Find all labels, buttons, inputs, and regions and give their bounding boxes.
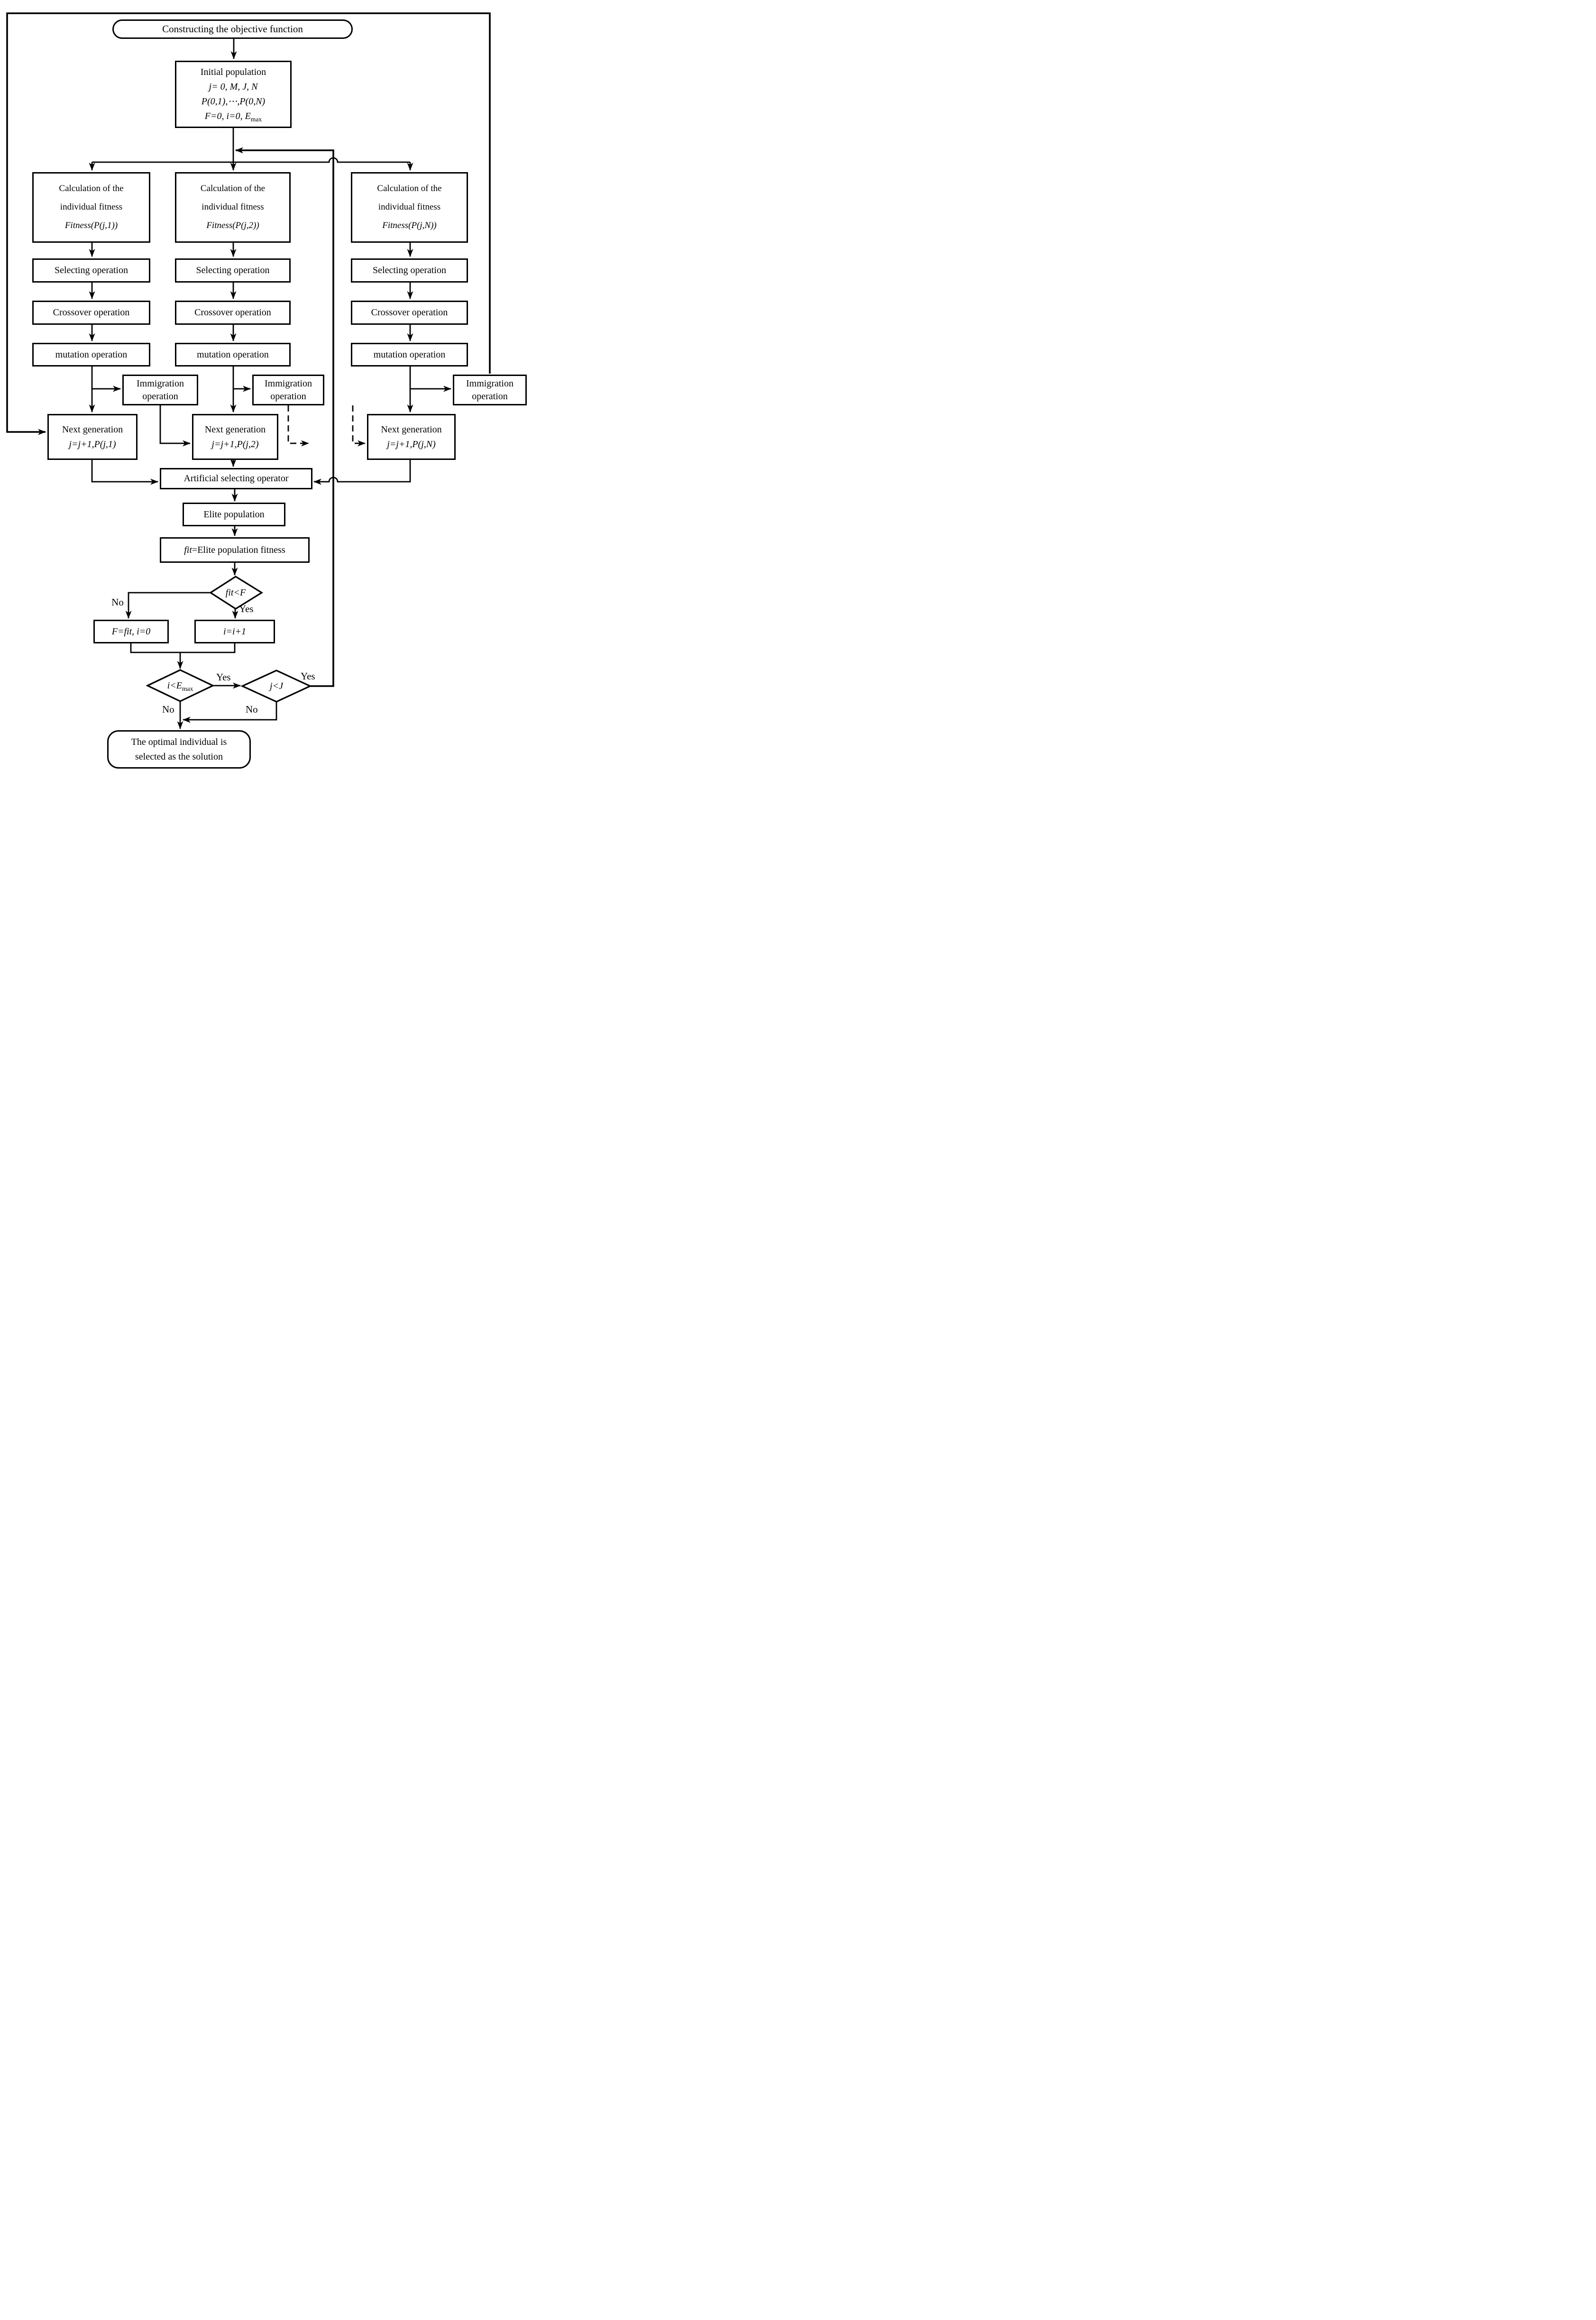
select3-label: Selecting operation bbox=[373, 265, 446, 276]
i-increment-label: i=i+1 bbox=[223, 626, 247, 637]
node-next-generation-3: Next generation j=j+1,P(j,N) bbox=[367, 414, 456, 460]
edge-dj-no-merge bbox=[183, 702, 277, 723]
f-reset-label: F=fit, i=0 bbox=[111, 626, 151, 637]
ng3-line2: j=j+1,P(j,N) bbox=[387, 439, 436, 449]
node-mutation-3: mutation operation bbox=[351, 343, 468, 367]
node-crossover-3: Crossover operation bbox=[351, 301, 468, 325]
edge-ng3-artificial bbox=[313, 460, 411, 485]
node-artificial-selecting: Artificial selecting operator bbox=[160, 468, 312, 489]
node-immigration-1: Immigration operation bbox=[122, 375, 198, 405]
calc3-line3: Fitness(P(j,N)) bbox=[382, 220, 437, 230]
crossover2-label: Crossover operation bbox=[194, 307, 271, 318]
edge-imm2-dashed-out bbox=[287, 405, 309, 447]
start-label: Constructing the objective function bbox=[162, 23, 303, 35]
node-calc-3: Calculation of the individual fitness Fi… bbox=[351, 172, 468, 243]
select2-label: Selecting operation bbox=[196, 265, 270, 276]
init-line-4: F=0, i=0, Emax bbox=[204, 111, 262, 123]
ng1-line1: Next generation bbox=[62, 424, 123, 435]
node-start: Constructing the objective function bbox=[112, 19, 353, 39]
node-select-3: Selecting operation bbox=[351, 258, 468, 283]
immigration3-line2: operation bbox=[472, 391, 508, 402]
node-elite-population: Elite population bbox=[183, 503, 285, 526]
node-end: The optimal individual is selected as th… bbox=[107, 730, 251, 769]
immigration2-line1: Immigration bbox=[265, 378, 312, 389]
label-yes-fit: Yes bbox=[239, 603, 254, 614]
calc2-line2: individual fitness bbox=[202, 202, 264, 212]
init-line-2: j= 0, M, J, N bbox=[209, 82, 258, 92]
decision-emax-label: i<Emax bbox=[167, 680, 193, 692]
calc2-line1: Calculation of the bbox=[200, 183, 266, 194]
mutation2-label: mutation operation bbox=[197, 349, 269, 360]
mutation1-label: mutation operation bbox=[55, 349, 128, 360]
connector-layer bbox=[6, 12, 491, 729]
ng3-line1: Next generation bbox=[381, 424, 442, 435]
label-yes-j: Yes bbox=[301, 670, 315, 682]
label-no-fit: No bbox=[111, 596, 124, 608]
end-line2: selected as the solution bbox=[135, 751, 223, 762]
calc1-line1: Calculation of the bbox=[59, 183, 124, 194]
node-f-reset: F=fit, i=0 bbox=[93, 620, 169, 643]
ng1-line2: j=j+1,P(j,1) bbox=[69, 439, 116, 449]
node-next-generation-2: Next generation j=j+1,P(j,2) bbox=[192, 414, 278, 460]
node-next-generation-1: Next generation j=j+1,P(j,1) bbox=[47, 414, 138, 460]
label-yes-emax: Yes bbox=[216, 671, 231, 683]
immigration3-line1: Immigration bbox=[466, 378, 514, 389]
edge-dj-yes-feedback bbox=[235, 147, 334, 687]
fit-assign-label: fit=Elite population fitness bbox=[184, 544, 285, 555]
flowchart-canvas: Constructing the objective function Init… bbox=[0, 0, 532, 773]
node-select-1: Selecting operation bbox=[32, 258, 150, 283]
node-i-increment: i=i+1 bbox=[194, 620, 275, 643]
elite-label: Elite population bbox=[203, 509, 265, 520]
immigration1-line2: operation bbox=[142, 391, 178, 402]
calc3-line1: Calculation of the bbox=[377, 183, 442, 194]
node-calc-2: Calculation of the individual fitness Fi… bbox=[175, 172, 291, 243]
edge-merge-bar bbox=[130, 643, 236, 653]
edge-imm3-border-ng1 bbox=[6, 12, 491, 435]
node-select-2: Selecting operation bbox=[175, 258, 291, 283]
init-line-1: Initial population bbox=[200, 67, 266, 77]
decision-fit-label: fit<F bbox=[225, 587, 246, 598]
edge-branch-line bbox=[92, 157, 410, 163]
mutation3-label: mutation operation bbox=[373, 349, 446, 360]
crossover1-label: Crossover operation bbox=[53, 307, 130, 318]
node-immigration-3: Immigration operation bbox=[453, 375, 527, 405]
init-line-3: P(0,1),⋯,P(0,N) bbox=[201, 96, 266, 107]
crossover3-label: Crossover operation bbox=[371, 307, 448, 318]
node-calc-1: Calculation of the individual fitness Fi… bbox=[32, 172, 150, 243]
label-no-emax: No bbox=[162, 704, 174, 715]
decision-fit-shape bbox=[209, 576, 264, 610]
decision-j-label: j<J bbox=[270, 680, 283, 691]
ng2-line2: j=j+1,P(j,2) bbox=[211, 439, 259, 449]
immigration1-line1: Immigration bbox=[137, 378, 184, 389]
decision-emax-shape bbox=[146, 669, 215, 702]
calc3-line2: individual fitness bbox=[378, 202, 441, 212]
node-immigration-2: Immigration operation bbox=[252, 375, 324, 405]
decision-j-shape bbox=[240, 669, 312, 703]
node-crossover-2: Crossover operation bbox=[175, 301, 291, 325]
node-mutation-2: mutation operation bbox=[175, 343, 291, 367]
edge-imm1-ng2 bbox=[159, 405, 191, 447]
artificial-label: Artificial selecting operator bbox=[183, 473, 289, 484]
edge-fit-no bbox=[125, 592, 211, 619]
edge-ng1-artificial bbox=[91, 460, 158, 485]
end-line1: The optimal individual is bbox=[131, 736, 227, 747]
calc2-line3: Fitness(P(j,2)) bbox=[206, 220, 259, 230]
calc1-line2: individual fitness bbox=[60, 202, 123, 212]
select1-label: Selecting operation bbox=[55, 265, 128, 276]
immigration2-line2: operation bbox=[270, 391, 306, 402]
node-fit-assign: fit=Elite population fitness bbox=[160, 537, 310, 563]
node-mutation-1: mutation operation bbox=[32, 343, 150, 367]
node-initial-population: Initial population j= 0, M, J, N P(0,1),… bbox=[175, 61, 292, 128]
node-crossover-1: Crossover operation bbox=[32, 301, 150, 325]
ng2-line1: Next generation bbox=[204, 424, 266, 435]
edge-dashed-into-ng3 bbox=[352, 405, 366, 447]
label-no-j: No bbox=[246, 704, 258, 715]
calc1-line3: Fitness(P(j,1)) bbox=[64, 220, 118, 230]
